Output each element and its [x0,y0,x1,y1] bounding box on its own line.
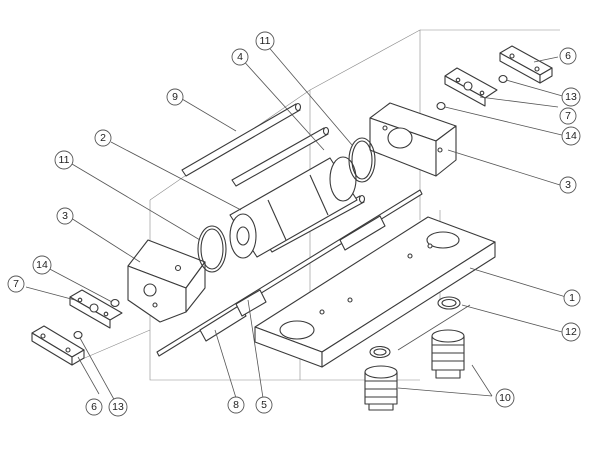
svg-text:7: 7 [13,278,19,290]
callout-14-left: 14 [32,255,52,275]
gasket [369,296,461,359]
svg-text:9: 9 [172,91,178,103]
callout-6-right: 6 [559,47,577,65]
callout-4: 4 [231,48,249,66]
base-plate [254,216,496,368]
callout-6-left: 6 [85,398,103,416]
o-rings [197,137,376,273]
callout-8: 8 [227,396,245,414]
cylinder-body [229,156,358,259]
svg-text:8: 8 [233,399,239,411]
callout-9: 9 [166,88,184,106]
svg-text:7: 7 [565,110,571,122]
svg-text:11: 11 [59,154,70,166]
callout-11-left: 11 [54,150,74,170]
washers [73,74,508,340]
callouts: 1 2 3 3 4 5 6 6 7 7 8 9 10 11 11 12 13 1… [7,31,581,417]
fittings [364,329,465,411]
svg-text:13: 13 [565,91,577,103]
svg-text:14: 14 [565,130,577,142]
svg-text:10: 10 [499,392,511,404]
callout-11-right: 11 [255,31,275,51]
clamp-plate-left [69,289,123,329]
callout-3-right: 3 [559,176,577,194]
callout-1: 1 [563,289,581,307]
svg-text:11: 11 [260,35,271,47]
svg-text:1: 1 [569,292,575,304]
svg-text:5: 5 [261,399,267,411]
svg-text:3: 3 [62,210,68,222]
callout-7-left: 7 [7,275,25,293]
svg-text:6: 6 [565,50,571,62]
callout-2: 2 [94,129,112,147]
callout-13-left: 13 [108,397,128,417]
end-block-left [127,239,206,323]
callout-3-left: 3 [56,207,74,225]
callout-12: 12 [561,322,581,342]
cover-plate-left [31,325,85,366]
svg-text:2: 2 [100,132,106,144]
svg-text:3: 3 [565,179,571,191]
svg-text:13: 13 [112,401,124,413]
svg-text:12: 12 [565,326,577,338]
end-block-right [369,102,457,177]
callout-7-right: 7 [559,107,577,125]
clamp-plate-right [444,67,498,107]
callout-10: 10 [495,388,515,408]
callout-5: 5 [255,396,273,414]
lead-screw [156,189,423,357]
svg-text:6: 6 [91,401,97,413]
svg-text:14: 14 [36,259,48,271]
svg-text:4: 4 [237,51,243,63]
callout-13-right: 13 [561,87,581,107]
cover-plate-right [499,45,553,84]
leader-lines [25,43,567,404]
callout-14-right: 14 [561,126,581,146]
